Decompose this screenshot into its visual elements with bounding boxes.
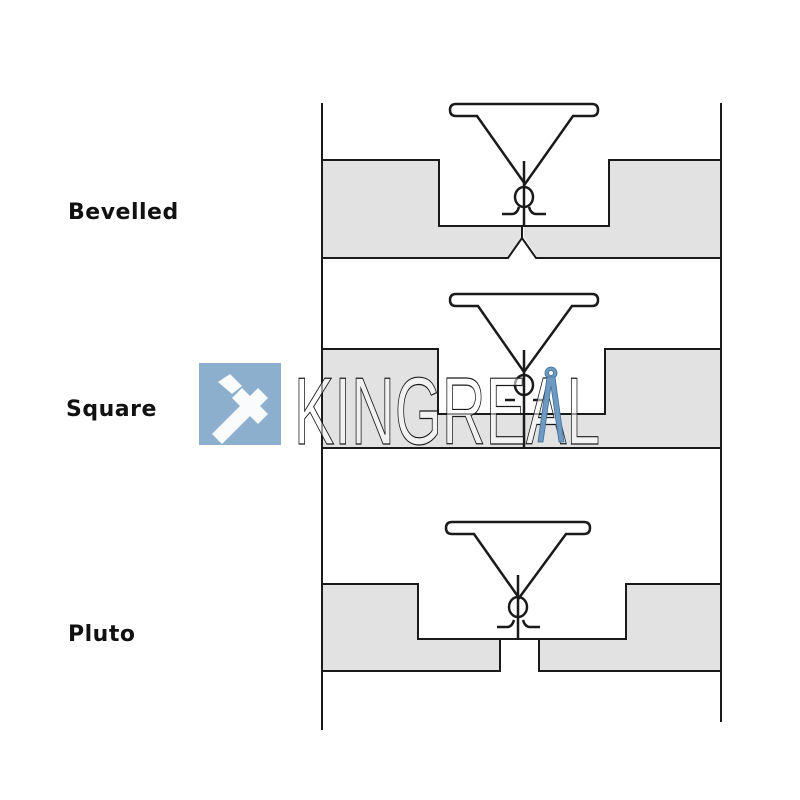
bevelled-section: [323, 102, 720, 259]
label-pluto: Pluto: [68, 622, 136, 647]
hanger-clip-icon: [444, 520, 592, 639]
pluto-tile-right: [539, 584, 720, 671]
label-square: Square: [66, 397, 157, 422]
square-section: [323, 292, 720, 449]
square-tile-left: [323, 349, 720, 447]
hanger-clip-icon: [448, 292, 600, 447]
hammer-icon: [199, 363, 281, 445]
compass-icon: [537, 366, 565, 443]
bevelled-tile-left: [323, 160, 521, 257]
bevelled-tile-right: [524, 160, 720, 257]
pluto-section: [323, 520, 720, 672]
kingreal-watermark: KINGREAL: [199, 362, 601, 448]
hanger-clip-icon: [448, 102, 600, 225]
label-bevelled: Bevelled: [68, 200, 179, 225]
pluto-tile-left: [323, 584, 500, 671]
